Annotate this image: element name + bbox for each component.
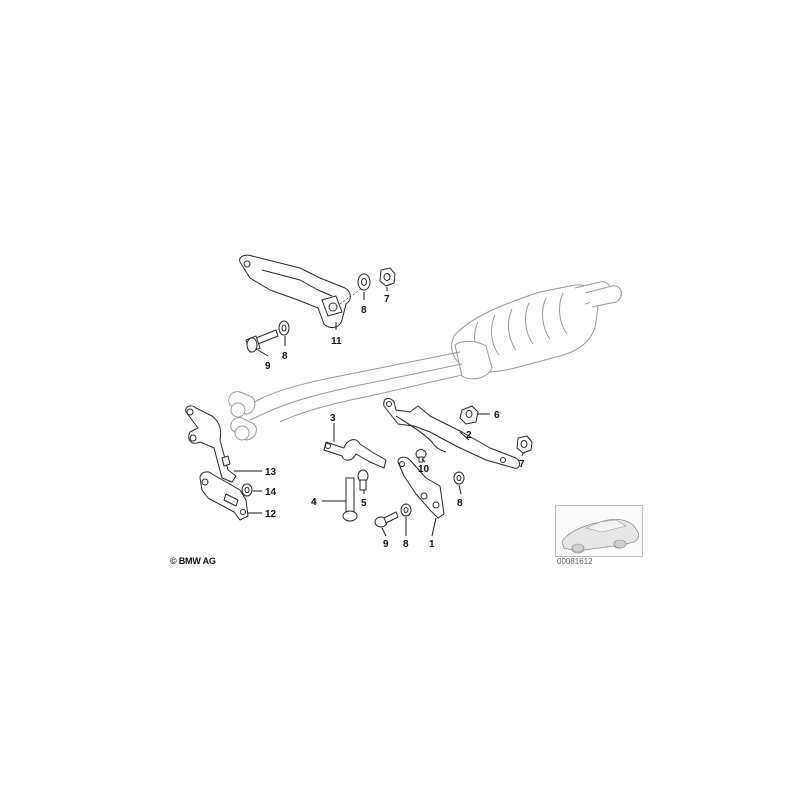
callout-11: 11 <box>331 336 342 347</box>
washer-8-upper <box>357 273 371 291</box>
part-5-nut <box>357 469 369 491</box>
part-2-bracket <box>383 398 521 469</box>
callout-10: 10 <box>418 464 430 475</box>
callout-7: 7 <box>519 459 525 470</box>
exhaust-system-outline <box>228 281 622 441</box>
vehicle-thumbnail <box>555 505 643 557</box>
part-13-bracket <box>185 405 237 483</box>
bolt-9-lower <box>374 511 399 528</box>
leader-lines <box>234 287 524 537</box>
car-icon <box>561 518 640 554</box>
bolt-9-upper <box>245 329 279 353</box>
part-12-bracket <box>199 471 249 521</box>
callout-9: 9 <box>383 539 389 550</box>
part-14-nut <box>241 483 253 497</box>
callout-8: 8 <box>403 539 409 550</box>
callout-2: 2 <box>466 430 472 441</box>
callout-4: 4 <box>311 497 317 508</box>
part-6-rubber <box>459 405 479 425</box>
copyright-notice: © BMW AG <box>170 556 216 566</box>
callout-12: 12 <box>265 509 277 520</box>
callout-5: 5 <box>361 498 367 509</box>
bolt-4 <box>342 477 358 522</box>
callout-3: 3 <box>330 413 336 424</box>
washer-8-right <box>453 471 465 485</box>
callout-8: 8 <box>282 351 288 362</box>
image-number: 00081612 <box>557 557 593 566</box>
callout-1: 1 <box>429 539 435 550</box>
part-11-bracket <box>239 254 366 328</box>
callout-14: 14 <box>265 487 277 498</box>
nut-7-upper <box>379 267 396 287</box>
callout-7: 7 <box>384 294 390 305</box>
part-3-clamp <box>323 439 387 469</box>
part-10-bolt <box>415 449 427 463</box>
callout-13: 13 <box>265 467 277 478</box>
callout-8: 8 <box>361 305 367 316</box>
callout-9: 9 <box>265 361 271 372</box>
part-1-bracket <box>397 456 445 519</box>
callout-labels: 11 8 7 9 8 13 14 12 3 4 5 9 8 1 10 8 6 2… <box>265 294 525 550</box>
callout-8: 8 <box>457 498 463 509</box>
nut-7-lower <box>516 435 533 454</box>
washer-8-mid <box>278 320 290 336</box>
washer-8-lower <box>400 503 412 517</box>
callout-6: 6 <box>494 410 500 421</box>
